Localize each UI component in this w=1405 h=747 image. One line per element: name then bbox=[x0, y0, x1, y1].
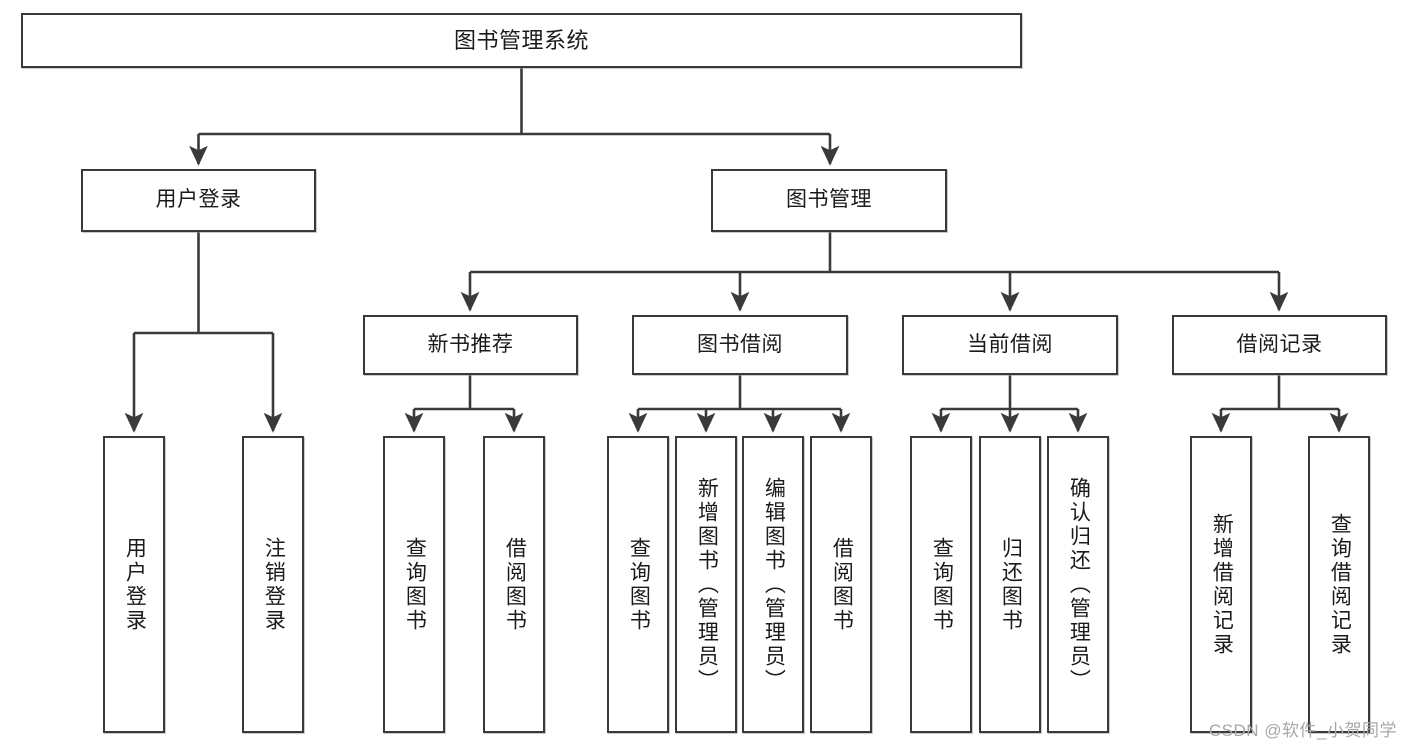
node-book-management[interactable]: 图书管理 bbox=[711, 169, 947, 232]
node-new-book-recommend[interactable]: 新书推荐 bbox=[363, 315, 578, 375]
node-label: 借阅记录 bbox=[1236, 332, 1323, 356]
node-book-borrow[interactable]: 图书借阅 bbox=[632, 315, 848, 375]
node-leaf-confirm-return-admin[interactable]: 确认归还（管理员） bbox=[1047, 436, 1109, 733]
node-label: 借阅图书 bbox=[503, 536, 527, 633]
node-label: 用户登录 bbox=[155, 188, 242, 212]
node-user-login[interactable]: 用户登录 bbox=[81, 169, 316, 232]
node-current-borrow[interactable]: 当前借阅 bbox=[902, 315, 1118, 375]
node-leaf-query-borrow-record[interactable]: 查询借阅记录 bbox=[1308, 436, 1370, 733]
node-label: 查询借阅记录 bbox=[1328, 512, 1352, 657]
node-leaf-add-borrow-record[interactable]: 新增借阅记录 bbox=[1190, 436, 1252, 733]
node-leaf-query-book-recommend[interactable]: 查询图书 bbox=[383, 436, 445, 733]
node-leaf-logout[interactable]: 注销登录 bbox=[242, 436, 304, 733]
node-leaf-query-book-current[interactable]: 查询图书 bbox=[910, 436, 972, 733]
node-root-book-management-system[interactable]: 图书管理系统 bbox=[21, 13, 1022, 68]
node-label: 归还图书 bbox=[999, 536, 1023, 633]
node-leaf-return-book[interactable]: 归还图书 bbox=[979, 436, 1041, 733]
node-leaf-borrow-book-recommend[interactable]: 借阅图书 bbox=[483, 436, 545, 733]
node-label: 当前借阅 bbox=[967, 332, 1053, 356]
node-label: 图书管理 bbox=[786, 188, 872, 212]
node-label: 查询图书 bbox=[627, 536, 651, 633]
node-borrow-records[interactable]: 借阅记录 bbox=[1172, 315, 1387, 375]
node-label: 查询图书 bbox=[930, 536, 954, 633]
node-label: 借阅图书 bbox=[830, 536, 854, 633]
node-label: 用户登录 bbox=[123, 536, 147, 633]
node-label: 确认归还（管理员） bbox=[1067, 476, 1091, 693]
node-label: 新书推荐 bbox=[427, 332, 514, 356]
node-leaf-query-book-borrow[interactable]: 查询图书 bbox=[607, 436, 669, 733]
node-label: 图书借阅 bbox=[697, 332, 783, 356]
node-leaf-add-book-admin[interactable]: 新增图书（管理员） bbox=[675, 436, 737, 733]
node-leaf-user-login[interactable]: 用户登录 bbox=[103, 436, 165, 733]
watermark: CSDN @软件_小贺同学 bbox=[1208, 721, 1397, 740]
node-leaf-borrow-book[interactable]: 借阅图书 bbox=[810, 436, 872, 733]
node-label: 图书管理系统 bbox=[453, 27, 589, 53]
node-label: 编辑图书（管理员） bbox=[762, 476, 786, 693]
node-label: 查询图书 bbox=[403, 536, 427, 633]
node-leaf-edit-book-admin[interactable]: 编辑图书（管理员） bbox=[742, 436, 804, 733]
node-label: 注销登录 bbox=[262, 536, 286, 633]
node-label: 新增借阅记录 bbox=[1210, 512, 1234, 657]
node-label: 新增图书（管理员） bbox=[695, 476, 719, 693]
